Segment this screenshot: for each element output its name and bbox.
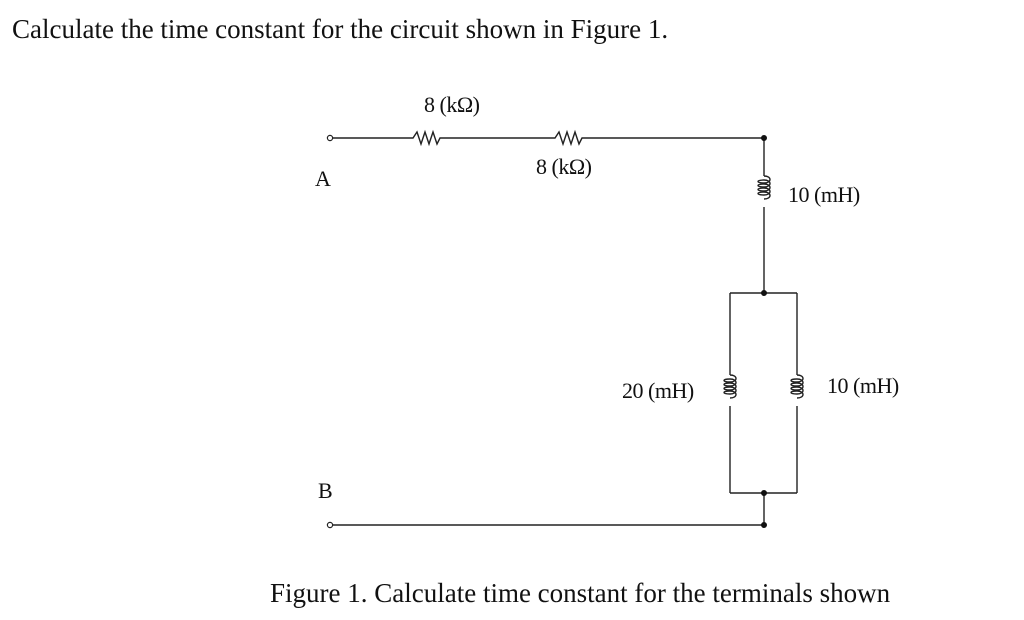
terminal-b-node [326,521,334,529]
inductor-l2-label: 20 (mH) [622,378,694,403]
terminal-a-node [326,134,334,142]
inductor-l1-label: 10 (mH) [788,182,860,207]
resistor-r1-label: 8 (kΩ) [424,92,480,117]
resistor-r1-symbol [400,129,456,147]
terminal-a-label: A [315,166,331,191]
inductor-l3-label: 10 (mH) [827,373,899,398]
resistor-r2-label: 8 (kΩ) [536,154,592,179]
question-text: Calculate the time constant for the circ… [12,14,669,44]
inductor-l2-symbol [723,374,737,399]
terminal-b-label: B [318,478,333,503]
inductor-l3-symbol [790,374,804,399]
inductor-l1-symbol [757,175,771,200]
figure-caption: Figure 1. Calculate time constant for th… [270,578,891,608]
resistor-r2-symbol [547,129,595,147]
